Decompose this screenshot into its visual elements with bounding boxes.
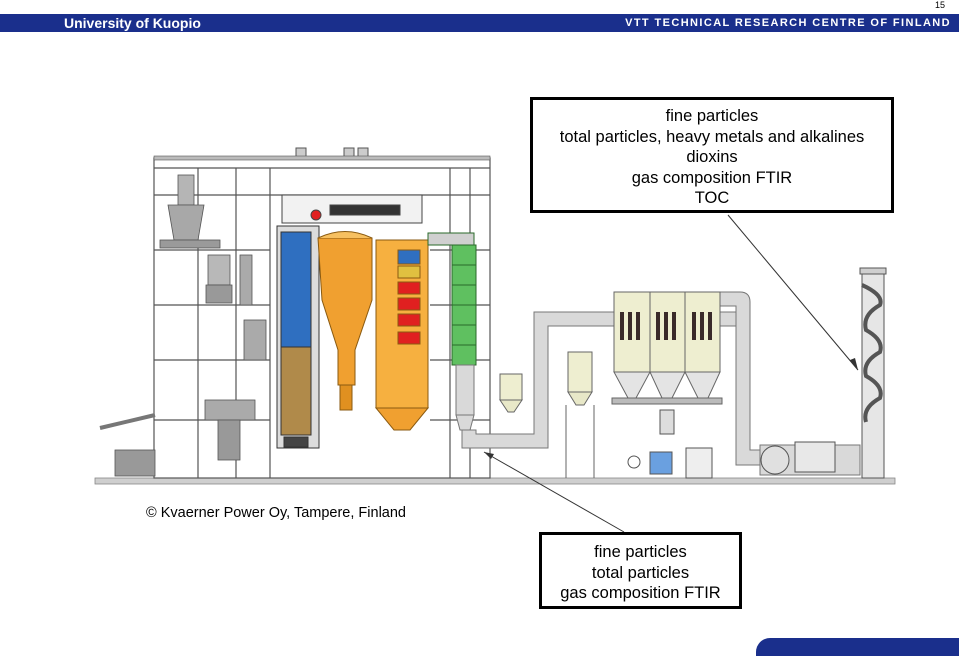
footer-tab [756, 638, 959, 656]
duct-measurement-callout: fine particles total particles gas compo… [539, 532, 742, 609]
bag-filter [611, 291, 723, 405]
header-vtt-title: VTT TECHNICAL RESEARCH CENTRE OF FINLAND [625, 17, 951, 29]
callout-line: gas composition FTIR [560, 584, 721, 602]
ground-base [94, 477, 896, 485]
header-bar [0, 14, 959, 32]
callout-line: fine particles [665, 107, 759, 125]
fuel-handling-equipment [99, 174, 267, 477]
superheater-section [374, 239, 430, 431]
silos [499, 351, 595, 478]
page-number: 15 [934, 0, 945, 10]
economizer [427, 232, 477, 366]
stack-measurement-callout: fine particles total particles, heavy me… [530, 97, 894, 213]
boiler-piping [281, 194, 423, 224]
induced-draft-fan [760, 441, 836, 475]
stack-pointer-line [727, 214, 859, 371]
callout-line: gas composition FTIR [631, 168, 793, 187]
callout-line: total particles, heavy metals and alkali… [559, 127, 865, 146]
callout-line: total particles [591, 563, 690, 582]
chimney-stack [859, 267, 887, 479]
cyclone [317, 231, 373, 411]
header-university-title: University of Kuopio [64, 15, 201, 31]
ancillary-equipment [627, 409, 713, 479]
callout-line: dioxins [686, 148, 738, 166]
duct-pointer-line [483, 451, 625, 533]
callout-line: fine particles [594, 543, 687, 561]
furnace [276, 225, 320, 449]
copyright-notice: © Kvaerner Power Oy, Tampere, Finland [146, 505, 406, 521]
callout-line: TOC [694, 189, 730, 207]
